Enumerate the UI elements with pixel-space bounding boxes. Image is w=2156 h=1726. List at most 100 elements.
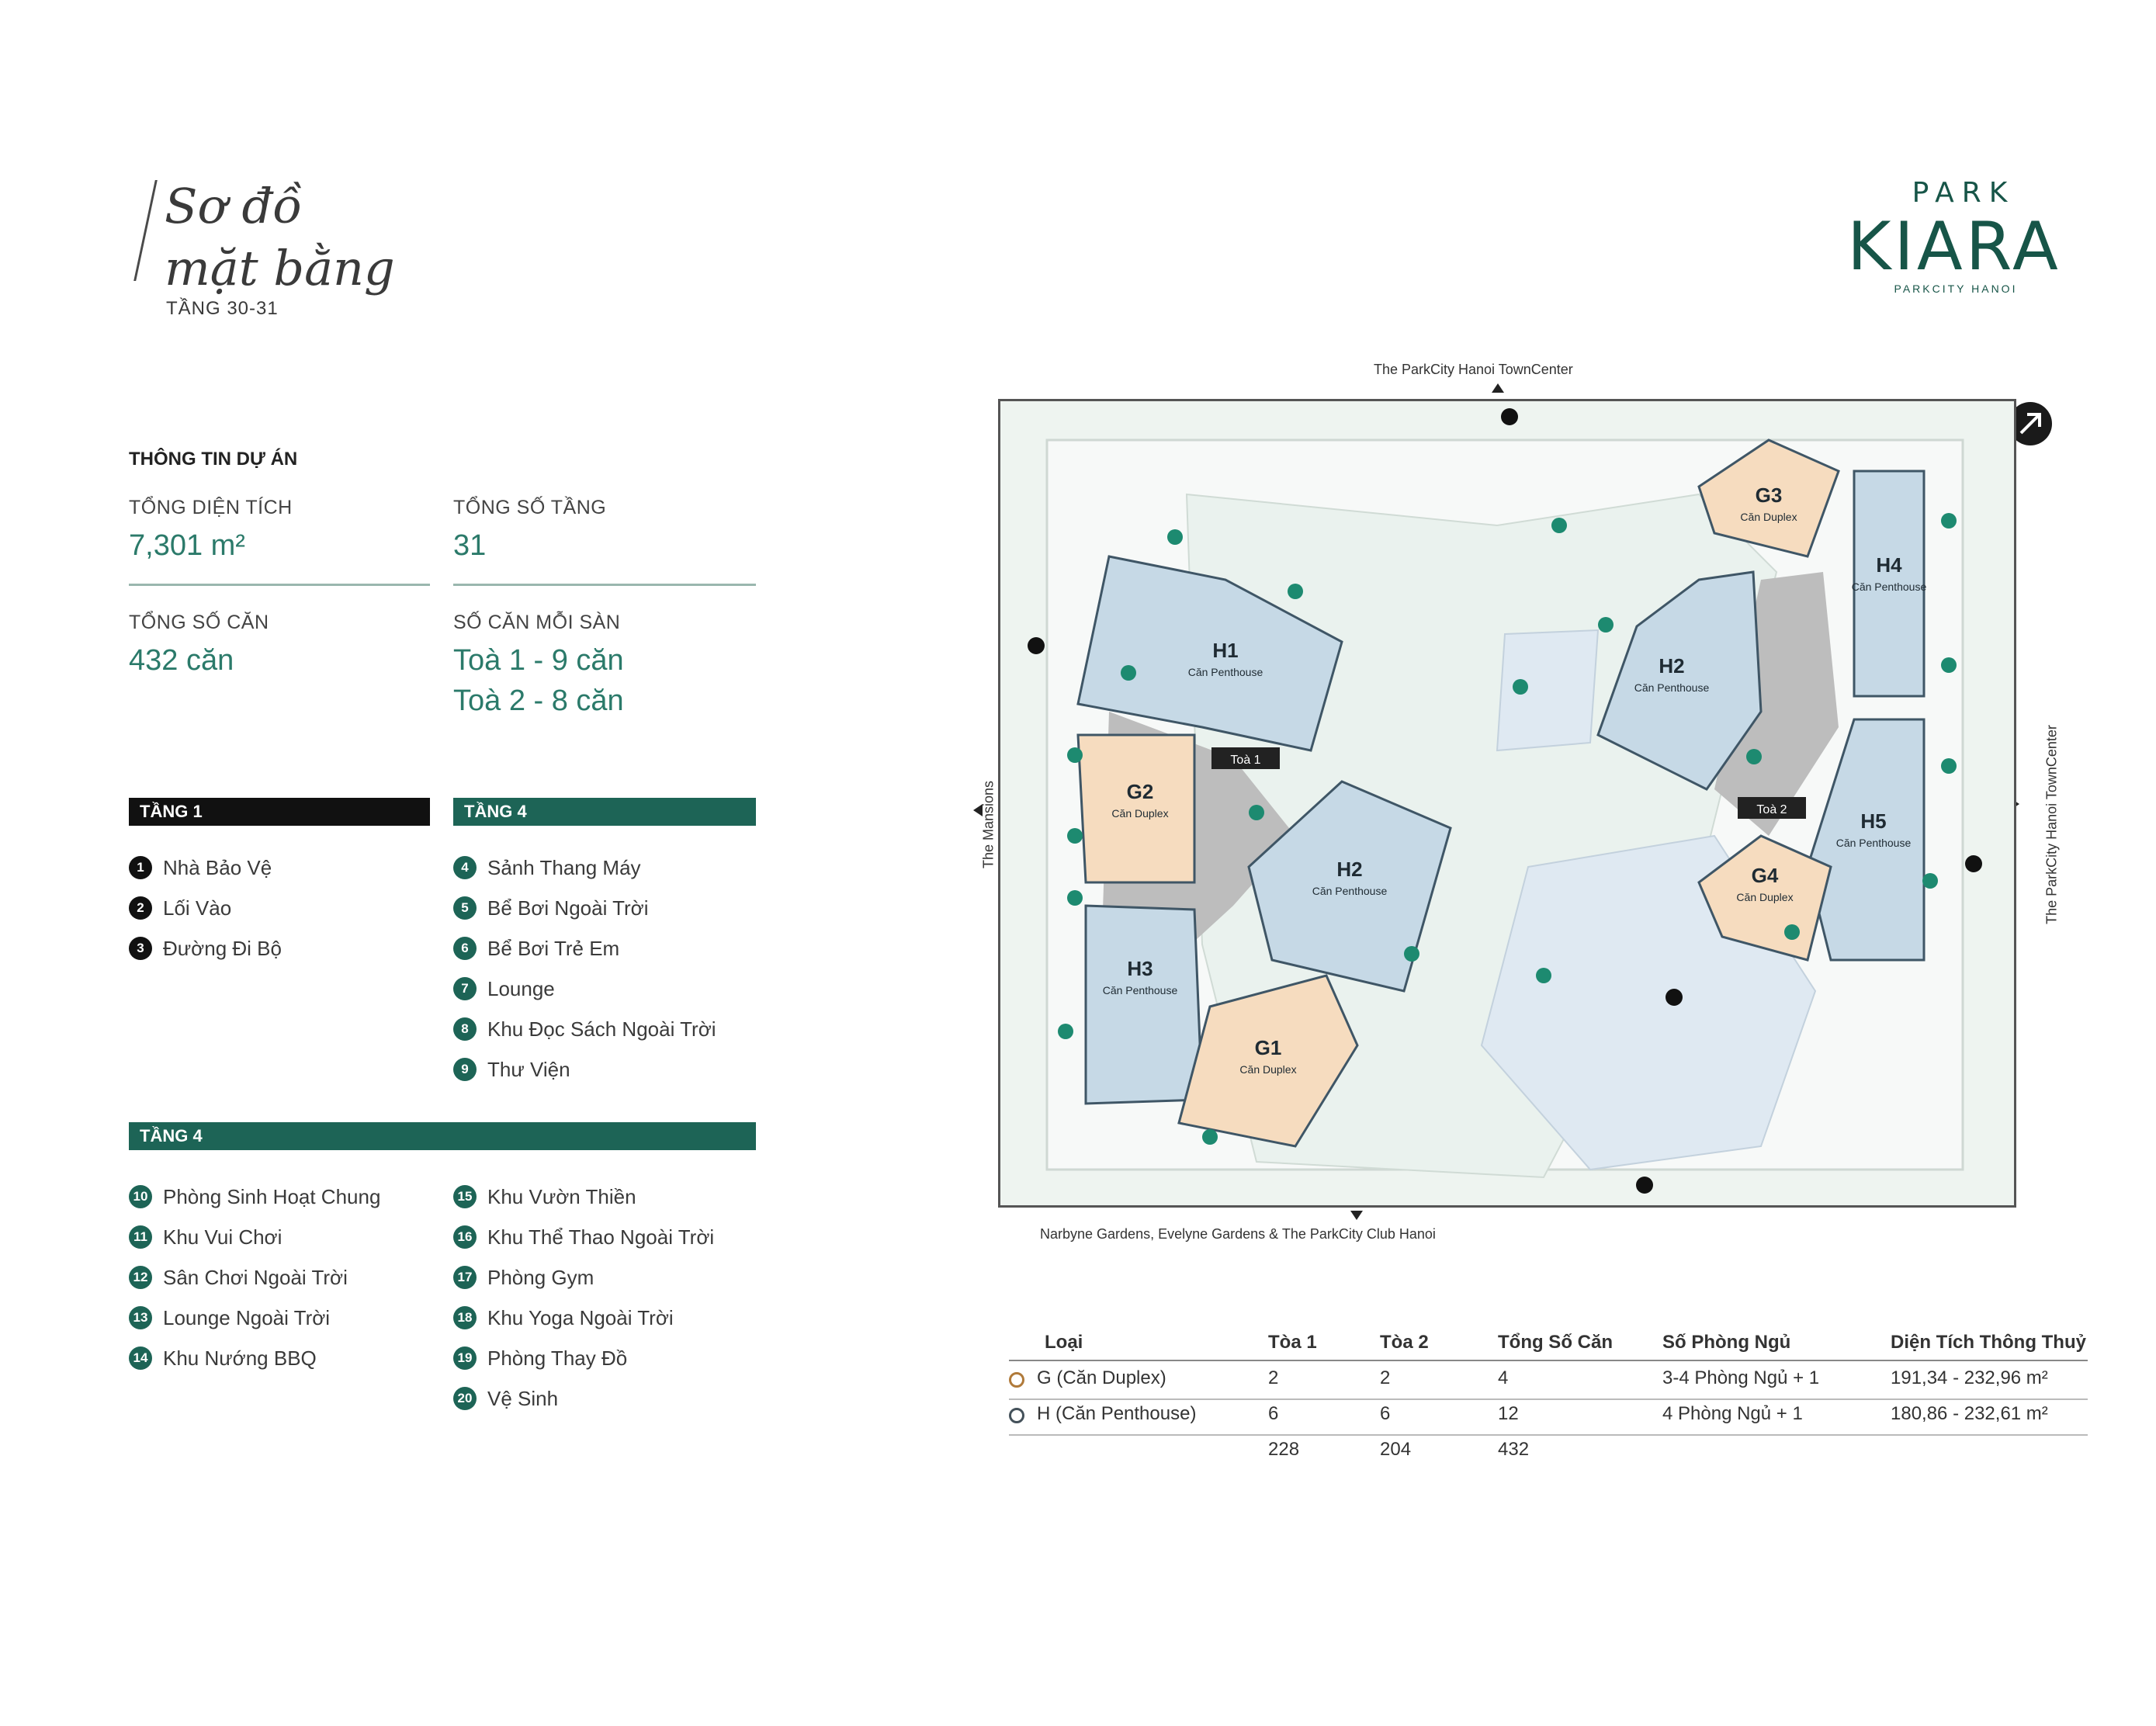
table-cell: 12: [1498, 1403, 1519, 1424]
tower-2-badge: [1738, 797, 1806, 819]
unit-H2-tower1[interactable]: [1247, 780, 1452, 993]
legend-label: Khu Nướng BBQ: [163, 1346, 317, 1370]
title-divider: [133, 180, 158, 281]
unit-type: Căn Penthouse: [1312, 885, 1388, 897]
total-area-label: TỔNG DIỆN TÍCH: [129, 497, 293, 518]
unit-G2[interactable]: [1076, 733, 1196, 884]
unit-H1[interactable]: [1076, 555, 1343, 752]
legend-number: 11: [129, 1225, 152, 1249]
legend-label: Lounge Ngoài Trời: [163, 1306, 331, 1329]
units-per-floor-line-2: Toà 2 - 8 căn: [453, 685, 624, 717]
table-header: Tổng Số Căn: [1498, 1332, 1613, 1353]
legend-label: Khu Đọc Sách Ngoài Trời: [487, 1017, 716, 1041]
unit-type: Căn Penthouse: [1836, 837, 1912, 849]
info-divider: [129, 584, 430, 586]
units-per-floor-line-1: Toà 1 - 9 căn: [453, 644, 624, 677]
guard-house-marker: [1636, 1177, 1653, 1194]
road-label-left: The Mansions: [980, 780, 997, 869]
legend-number: 6: [453, 937, 477, 960]
table-header: Tòa 1: [1268, 1332, 1317, 1353]
unit-type: Căn Penthouse: [1634, 681, 1710, 694]
title-line-1: Sơ đồ: [165, 178, 303, 234]
unit-type: Căn Penthouse: [1103, 984, 1178, 996]
info-divider: [453, 584, 756, 586]
page-title: Sơ đồ mặt bằng: [165, 175, 395, 300]
table-cell: 191,34 - 232,96 m²: [1891, 1367, 2048, 1388]
amenity-marker: [1067, 890, 1083, 906]
legend-number: 12: [129, 1266, 152, 1289]
unit-code: G1: [1255, 1036, 1282, 1059]
table-cell: H (Căn Penthouse): [1037, 1403, 1197, 1424]
amenity-marker: [1288, 584, 1303, 599]
road-label-top: The ParkCity Hanoi TownCenter: [1374, 362, 1573, 377]
total-units-value: 432 căn: [129, 644, 234, 677]
legend-label: Sảnh Thang Máy: [487, 856, 641, 879]
unit-code: H2: [1336, 858, 1362, 881]
table-header: Số Phòng Ngủ: [1662, 1332, 1791, 1353]
amenity-marker: [1513, 679, 1528, 695]
tower-2-label: Toà 2: [1756, 803, 1787, 816]
unit-code: G3: [1756, 483, 1783, 507]
legend-item: 8 Khu Đọc Sách Ngoài Trời: [453, 1009, 716, 1049]
amenity-marker: [1167, 529, 1183, 545]
unit-H5[interactable]: [1806, 718, 1925, 962]
table-cell: 4: [1498, 1367, 1509, 1388]
unit-H4[interactable]: [1853, 470, 1925, 698]
legend-number: 2: [129, 896, 152, 920]
unit-G1[interactable]: [1177, 974, 1359, 1148]
floor-label: TẦNG 30-31: [166, 298, 279, 319]
units-per-floor-label: SỐ CĂN MỖI SÀN: [453, 612, 621, 633]
unit-G3[interactable]: [1697, 438, 1840, 558]
unit-type: Căn Penthouse: [1188, 666, 1263, 678]
unit-type: Căn Duplex: [1736, 891, 1793, 903]
table-header: Loại: [1045, 1332, 1083, 1353]
table-cell: G (Căn Duplex): [1037, 1367, 1166, 1388]
legend-number: 4: [453, 856, 477, 879]
legend-label: Phòng Gym: [487, 1266, 594, 1289]
table-cell: 6: [1268, 1403, 1279, 1424]
legend-label: Sân Chơi Ngoài Trời: [163, 1266, 348, 1289]
unit-H2-tower2[interactable]: [1596, 570, 1763, 791]
legend-label: Bể Bơi Ngoài Trời: [487, 896, 649, 920]
amenity-marker: [1249, 805, 1264, 820]
legend-label: Bể Bơi Trẻ Em: [487, 937, 620, 960]
unit-code: H5: [1860, 809, 1886, 833]
table-cell: 2: [1268, 1367, 1279, 1388]
table-rule: [1009, 1360, 2088, 1361]
legend-number: 19: [453, 1346, 477, 1370]
table-cell: 4 Phòng Ngủ + 1: [1662, 1403, 1803, 1424]
table-header: Diện Tích Thông Thuỷ: [1891, 1332, 2086, 1353]
legend-number: 3: [129, 937, 152, 960]
table-cell: 2: [1380, 1367, 1391, 1388]
table-cell: 180,86 - 232,61 m²: [1891, 1403, 2048, 1424]
unit-H3[interactable]: [1084, 904, 1204, 1105]
total-floors-label: TỔNG SỐ TẦNG: [453, 497, 607, 518]
unit-code: H2: [1659, 654, 1684, 678]
amenity-marker: [1598, 617, 1614, 633]
legend-number: 16: [453, 1225, 477, 1249]
legend-number: 8: [453, 1017, 477, 1041]
legend-number: 17: [453, 1266, 477, 1289]
unit-code: H1: [1212, 639, 1238, 662]
title-line-2: mặt bằng: [165, 240, 395, 296]
table-rule: [1009, 1398, 2088, 1400]
legend-item: 4 Sảnh Thang Máy: [453, 847, 716, 888]
road-label-bottom: Narbyne Gardens, Evelyne Gardens & The P…: [1040, 1226, 1436, 1242]
legend-label: Khu Vườn Thiền: [487, 1185, 636, 1208]
legend-number: 9: [453, 1058, 477, 1081]
unit-type: Căn Duplex: [1740, 511, 1797, 523]
legend-label: Khu Yoga Ngoài Trời: [487, 1306, 674, 1329]
unit-type: Căn Duplex: [1239, 1063, 1296, 1076]
